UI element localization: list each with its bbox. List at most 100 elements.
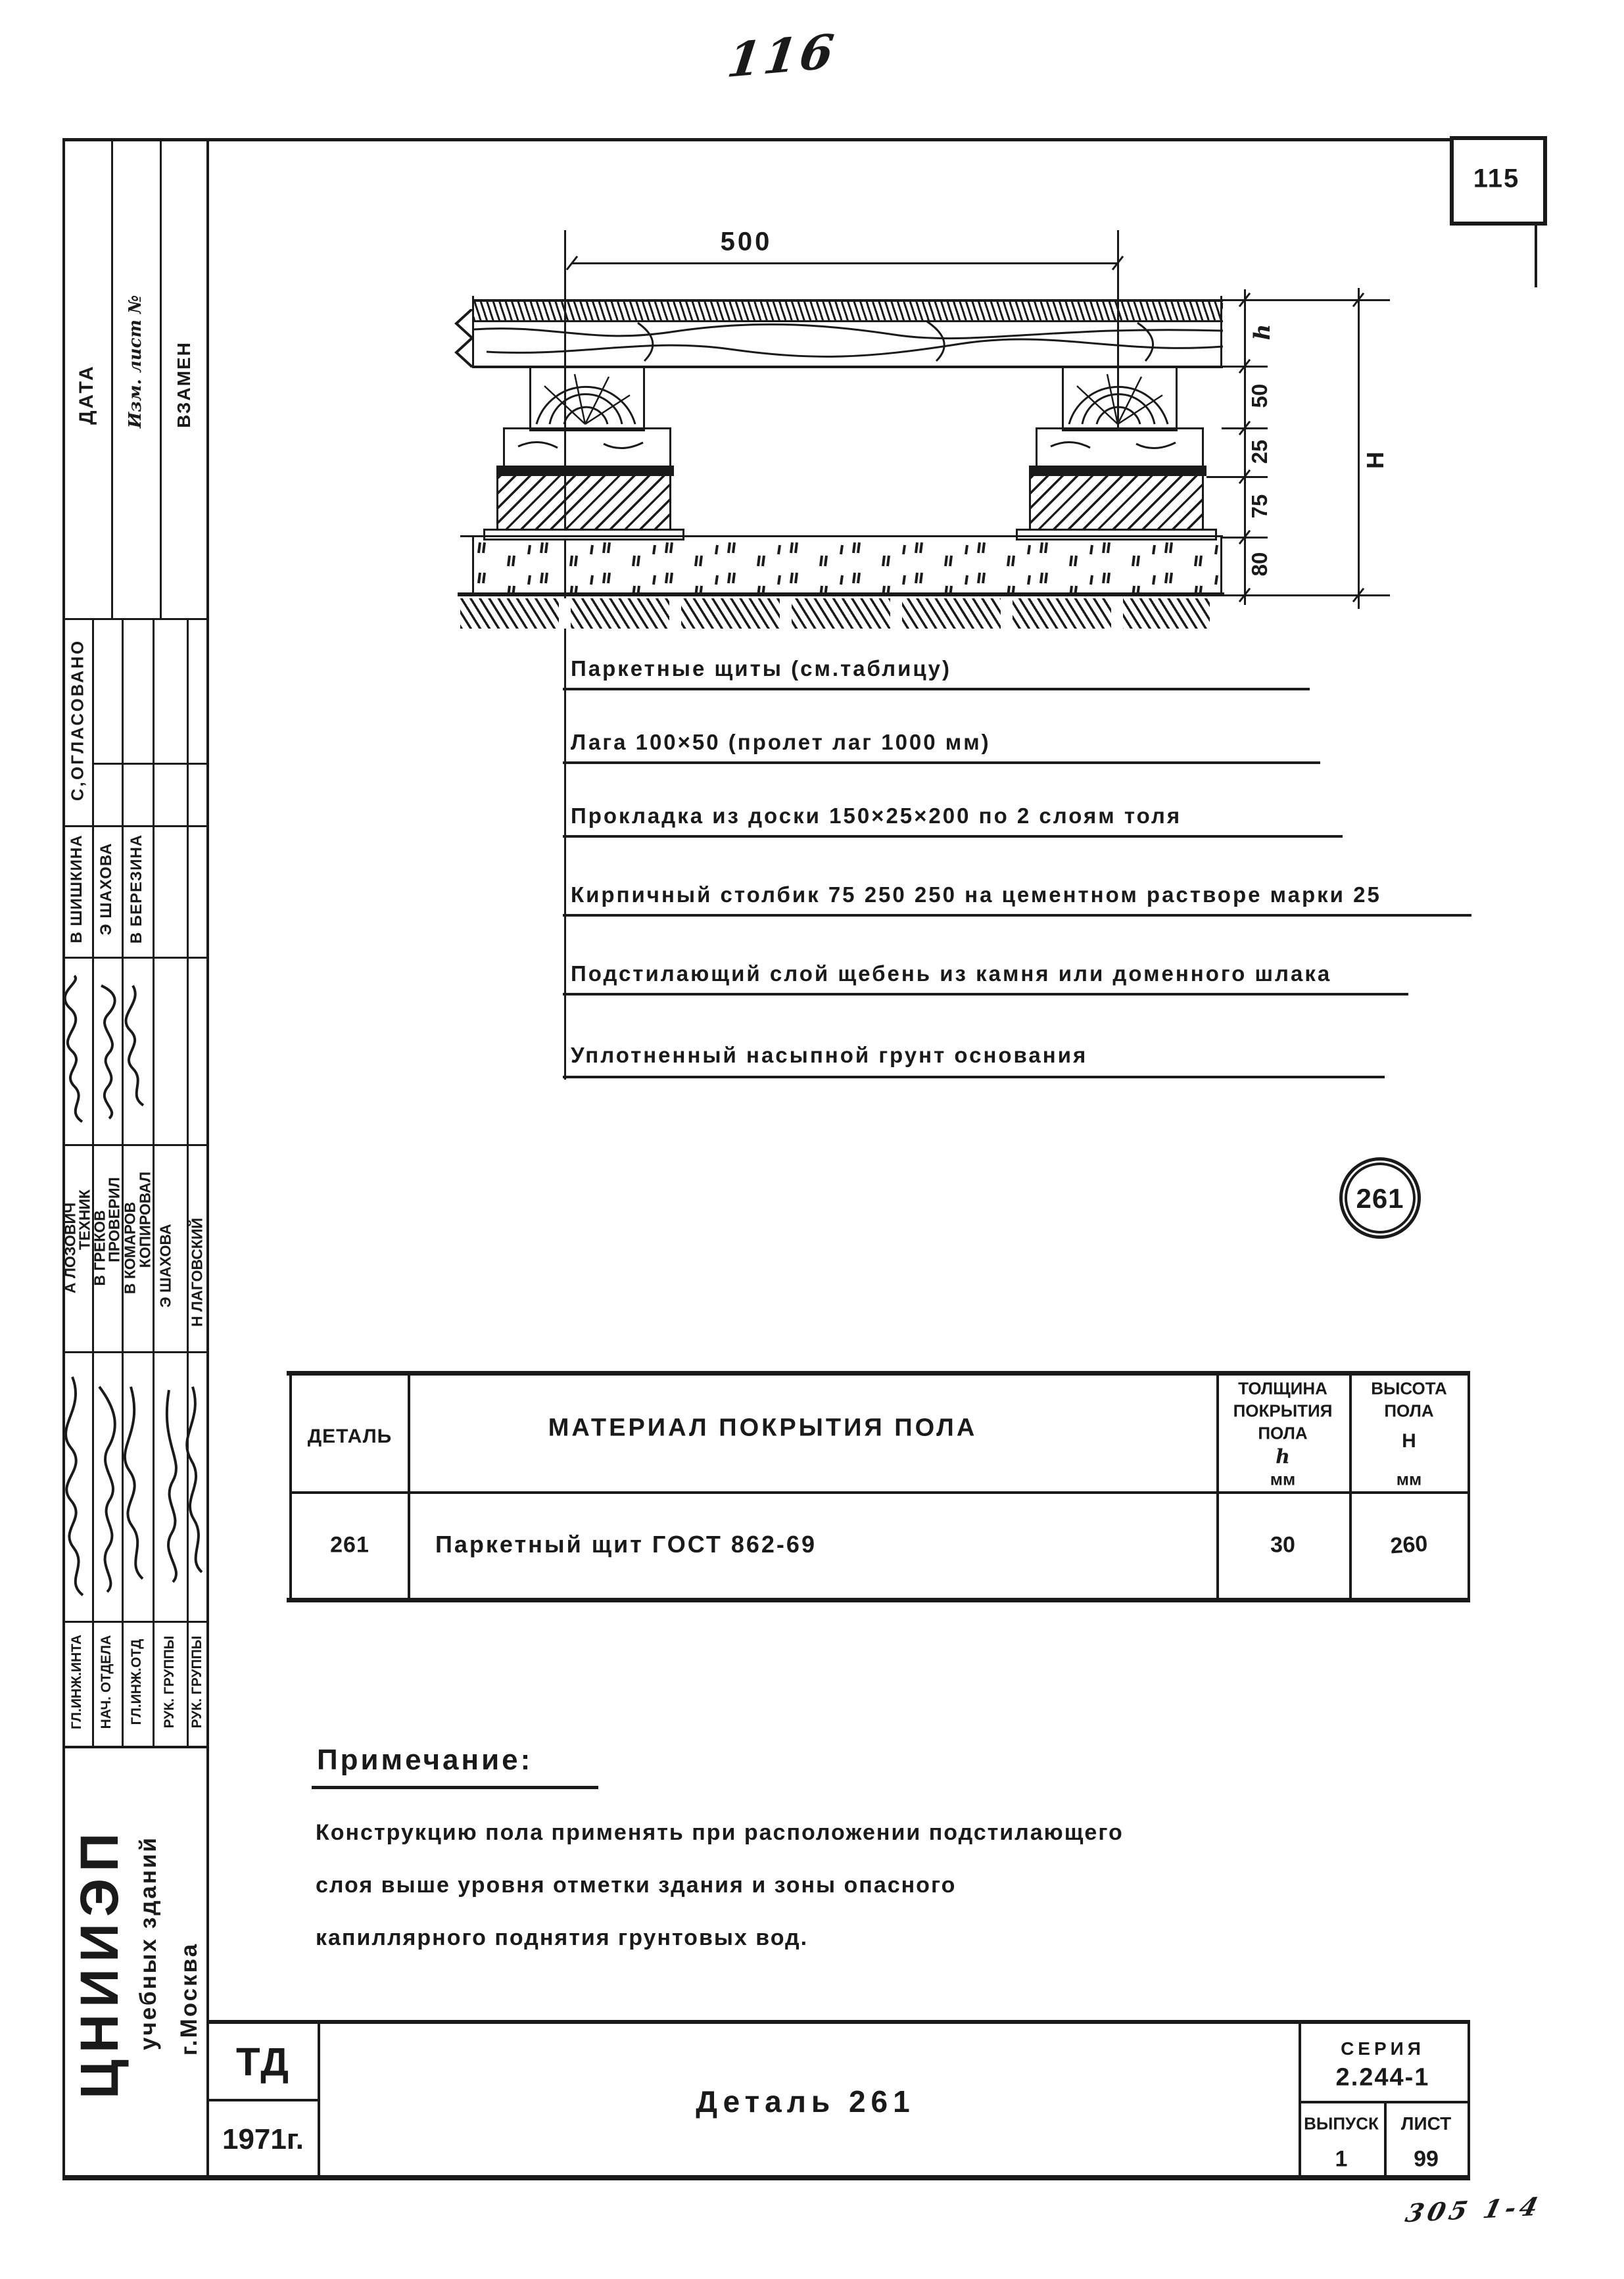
- staff-name: Н ЛАГОВСКИЙ: [188, 1218, 206, 1327]
- ground-hatch: [460, 598, 1210, 629]
- dim-label-h: h: [1249, 324, 1276, 341]
- tol-strip-left: [496, 466, 674, 476]
- signature-scribble: [64, 973, 90, 1124]
- tol-strip-right: [1029, 466, 1206, 476]
- corner-number: 115: [1473, 164, 1520, 193]
- table-header-height: ПОЛА: [1384, 1401, 1434, 1421]
- note-title: Примечание:: [317, 1744, 533, 1776]
- rubble-top-line: [460, 535, 1223, 537]
- sidebar-name: В БЕРЕЗИНА: [128, 834, 145, 944]
- rubble-layer: [473, 539, 1223, 592]
- table-header-height: ВЫСОТА: [1371, 1378, 1447, 1399]
- layer-left-edge: [472, 296, 474, 368]
- issue-label: ВЫПУСК: [1304, 2113, 1379, 2134]
- table-header-thickness: ПОКРЫТИЯ: [1233, 1401, 1333, 1421]
- total-height-chain-line: [1358, 288, 1360, 609]
- sidebar-soglasovano-label: С,ОГЛАСОВАНО: [67, 638, 87, 802]
- frame-left-line: [62, 138, 65, 2180]
- staff-position: РУК. ГРУППЫ: [162, 1635, 177, 1729]
- org-year: 1971г.: [222, 2123, 304, 2155]
- table-cell-h: 30: [1270, 1532, 1295, 1558]
- brick-column-right: [1029, 476, 1204, 531]
- frame-bottom-line: [62, 2175, 1470, 2180]
- signature-scribble: [93, 983, 120, 1121]
- table-header-height-mm: мм: [1396, 1469, 1422, 1489]
- leader-line-left: [564, 230, 566, 1080]
- sheet-label: ЛИСТ: [1400, 2113, 1452, 2134]
- institute-line3: г.Москва: [176, 1942, 202, 2056]
- frame-top-line: [62, 138, 1544, 141]
- page-number-handwritten: 116: [724, 23, 840, 88]
- sidebar-vzamen-label: ВЗАМЕН: [174, 341, 194, 428]
- table-header-detail: ДЕТАЛЬ: [307, 1426, 393, 1447]
- lag-right: [1062, 366, 1178, 431]
- dim-label-75: 75: [1247, 494, 1272, 519]
- drawing-title: Деталь 261: [696, 2084, 915, 2119]
- brick-column-left: [496, 476, 671, 531]
- bottom-right-handwritten-note: 305 1-4: [1402, 2191, 1545, 2228]
- table-header-material: МАТЕРИАЛ ПОКРЫТИЯ ПОЛА: [548, 1414, 978, 1442]
- table-header-thickness-h: h: [1276, 1445, 1290, 1469]
- dim-chain-line: [1244, 289, 1246, 605]
- signature-scribble: [124, 983, 150, 1108]
- dim-label-50: 50: [1247, 383, 1272, 408]
- sidebar-change-note-handwritten: Изм. лист №: [126, 295, 145, 429]
- callout-lag: Лага 100×50 (пролет лаг 1000 мм): [571, 730, 991, 754]
- plank-layer: [473, 318, 1223, 368]
- sheet-value: 99: [1414, 2146, 1439, 2172]
- series-value: 2.244-1: [1335, 2063, 1430, 2092]
- detail-number-badge: 261: [1339, 1157, 1421, 1239]
- note-line: слоя выше уровня отметки здания и зоны о…: [316, 1873, 957, 1898]
- callout-ground: Уплотненный насыпной грунт основания: [571, 1043, 1088, 1067]
- series-label: СЕРИЯ: [1341, 2038, 1425, 2059]
- sidebar-date-label: ДАТА: [76, 364, 97, 425]
- rubble-bottom-line: [458, 592, 1224, 596]
- staff-name: В КОМАРОВ: [121, 1201, 139, 1295]
- table-cell-detail: 261: [330, 1532, 370, 1558]
- callout-bed: Подстилающий слой щебень из камня или до…: [571, 961, 1332, 986]
- table-cell-material: Паркетный щит ГОСТ 862-69: [435, 1531, 817, 1558]
- signature-scribble: [93, 1384, 120, 1595]
- table-cell-H: 260: [1389, 1531, 1429, 1559]
- institute-line2: учебных зданий: [135, 1836, 161, 2050]
- org-code: ТД: [236, 2040, 290, 2084]
- dim-label-80: 80: [1247, 552, 1272, 577]
- staff-position: РУК. ГРУППЫ: [189, 1635, 204, 1729]
- issue-value: 1: [1335, 2146, 1348, 2172]
- staff-position: НАЧ. ОТДЕЛА: [99, 1635, 114, 1729]
- staff-name: В ГРЕКОВ: [91, 1210, 108, 1286]
- table-header-thickness: ТОЛЩИНА: [1238, 1378, 1327, 1399]
- spacer-board-left: [503, 427, 671, 469]
- detail-number: 261: [1356, 1183, 1404, 1214]
- staff-name: Э ШАХОВА: [156, 1224, 174, 1308]
- corner-number-box: [1450, 136, 1547, 226]
- dim-label-25: 25: [1247, 439, 1272, 464]
- break-mark: [452, 309, 476, 368]
- note-line: Конструкцию пола применять при расположе…: [316, 1820, 1124, 1845]
- callout-spacer: Прокладка из доски 150×25×200 по 2 слоям…: [571, 804, 1182, 828]
- staff-position: ГЛ.ИНЖ.ИНТА: [69, 1635, 84, 1729]
- wood-grain: [473, 320, 1223, 362]
- sidebar-name: В ШИШКИНА: [68, 834, 85, 944]
- dim-label-H: Н: [1362, 452, 1389, 469]
- staff-role: КОПИРОВАЛ: [136, 1171, 154, 1268]
- dimension-500-label: 500: [720, 227, 773, 256]
- table-header-thickness-mm: мм: [1270, 1469, 1296, 1489]
- callout-parquet: Паркетные щиты (см.таблицу): [571, 656, 951, 681]
- table-header-height-H: Н: [1402, 1430, 1416, 1452]
- signature-scribble: [123, 1384, 151, 1581]
- spacer-board-right: [1036, 427, 1204, 469]
- callout-brick: Кирпичный столбик 75 250 250 на цементно…: [571, 882, 1381, 907]
- sidebar-name: Э ШАХОВА: [97, 842, 115, 936]
- parquet-layer-hatch: [473, 299, 1223, 322]
- table-header-thickness: ПОЛА: [1258, 1423, 1308, 1443]
- sidebar-right-line: [206, 138, 209, 2178]
- extension-line-right: [1117, 230, 1119, 427]
- corner-box-tail-line: [1535, 222, 1537, 287]
- note-line: капиллярного поднятия грунтовых вод.: [316, 1925, 809, 1950]
- staff-position: ГЛ.ИНЖ.ОТД: [129, 1639, 144, 1725]
- staff-name: А ЛОЗОВИЧ: [61, 1202, 79, 1294]
- layer-right-edge: [1220, 296, 1222, 368]
- signature-scribble: [183, 1384, 211, 1575]
- signature-scribble: [63, 1374, 91, 1598]
